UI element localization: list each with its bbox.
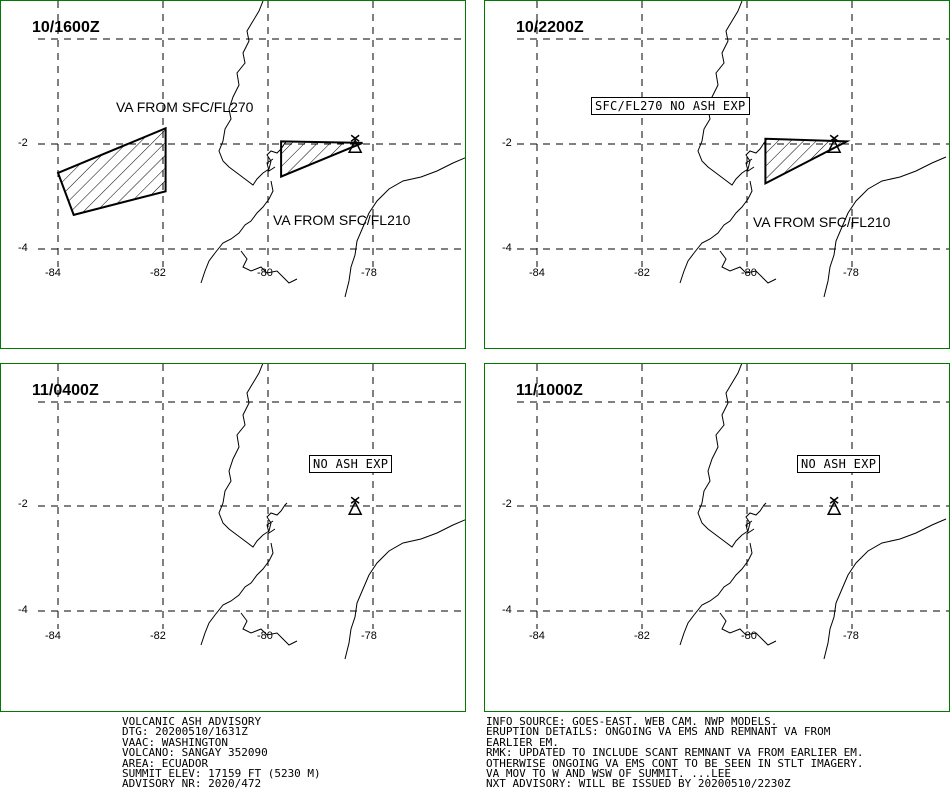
advisory-line: ADVISORY NR: 2020/472	[122, 777, 262, 791]
lon-tick: -84	[529, 267, 545, 279]
ash-cloud-polygon	[280, 140, 363, 179]
lat-tick: -2	[18, 498, 28, 510]
no-ash-box: NO ASH EXP	[309, 455, 393, 473]
lat-tick: -4	[18, 242, 28, 254]
advisory-details: INFO SOURCE: GOES-EAST. WEB CAM. NWP MOD…	[486, 715, 864, 791]
ash-cloud-polygon	[56, 126, 167, 217]
panel-time-label: 11/1000Z	[516, 382, 583, 399]
lat-tick: -4	[502, 242, 512, 254]
advisory-line: VOLCANO: SANGAY 352090	[122, 746, 268, 760]
advisory-line: VA MOV TO W AND WSW OF SUMMIT. ...LEE	[486, 767, 732, 781]
lon-tick: -80	[257, 630, 273, 642]
lon-tick: -78	[361, 267, 377, 279]
coastline	[679, 364, 947, 660]
coastline	[200, 1, 465, 298]
ash-layer-label: VA FROM SFC/FL210	[753, 214, 891, 230]
advisory-line: INFO SOURCE: GOES-EAST. WEB CAM. NWP MOD…	[486, 715, 778, 728]
coastline	[679, 1, 947, 298]
coastline	[200, 364, 465, 660]
forecast-panel-1: 10/1600Z VA FROM SFC/FL270 VA FROM SFC/F…	[0, 0, 466, 349]
lon-tick: -84	[45, 267, 61, 279]
lon-tick: -80	[741, 630, 757, 642]
advisory-header: VOLCANIC ASH ADVISORY DTG: 20200510/1631…	[122, 715, 321, 791]
lon-tick: -82	[634, 630, 650, 642]
lon-tick: -84	[529, 630, 545, 642]
lon-tick: -82	[634, 267, 650, 279]
lon-tick: -80	[741, 267, 757, 279]
lon-tick: -84	[45, 630, 61, 642]
ash-layer-label: VA FROM SFC/FL270	[116, 99, 254, 115]
lon-tick: -78	[361, 630, 377, 642]
panel-time-label: 10/2200Z	[516, 19, 584, 36]
lon-tick: -82	[150, 630, 166, 642]
lat-tick: -4	[18, 604, 28, 616]
advisory-line: VAAC: WASHINGTON	[122, 735, 228, 749]
advisory-line: AREA: ECUADOR	[122, 756, 209, 770]
panel-time-label: 11/0400Z	[32, 382, 99, 399]
map-canvas	[517, 364, 949, 660]
forecast-panel-3: 11/0400Z NO ASH EXP -84 -82 -80 -78 -2 -…	[0, 363, 466, 712]
lat-tick: -2	[18, 137, 28, 149]
no-ash-box: NO ASH EXP	[797, 455, 881, 473]
lon-tick: -80	[257, 267, 273, 279]
advisory-line: NXT ADVISORY: WILL BE ISSUED BY 20200510…	[486, 777, 791, 791]
lon-tick: -82	[150, 267, 166, 279]
advisory-line: OTHERWISE ONGOING VA EMS CONT TO BE SEEN…	[486, 756, 864, 770]
advisory-line: DTG: 20200510/1631Z	[122, 725, 248, 739]
lon-tick: -78	[843, 630, 859, 642]
volcano-icon	[826, 496, 842, 516]
map-canvas	[517, 1, 949, 298]
volcano-icon	[347, 496, 363, 516]
advisory-line: EARLIER EM.	[486, 735, 559, 749]
map-canvas	[38, 1, 465, 298]
lon-tick: -78	[843, 267, 859, 279]
forecast-panel-4: 11/1000Z NO ASH EXP -84 -82 -80 -78 -2 -…	[484, 363, 950, 712]
advisory-line: SUMMIT ELEV: 17159 FT (5230 M)	[122, 767, 321, 781]
forecast-panel-2: 10/2200Z SFC/FL270 NO ASH EXP VA FROM SF…	[484, 0, 950, 349]
no-ash-box: SFC/FL270 NO ASH EXP	[591, 97, 750, 115]
advisory-line: RMK: UPDATED TO INCLUDE SCANT REMNANT VA…	[486, 746, 864, 760]
lat-tick: -4	[502, 604, 512, 616]
advisory-line: ERUPTION DETAILS: ONGOING VA EMS AND REM…	[486, 725, 831, 739]
lat-tick: -2	[502, 498, 512, 510]
ash-layer-label: VA FROM SFC/FL210	[273, 212, 411, 228]
panel-time-label: 10/1600Z	[32, 19, 100, 36]
advisory-line: VOLCANIC ASH ADVISORY	[122, 715, 262, 728]
ash-cloud-polygon	[764, 137, 851, 186]
volcano-icon	[826, 134, 842, 154]
volcano-icon	[347, 134, 363, 154]
map-canvas	[38, 364, 465, 660]
lat-tick: -2	[502, 137, 512, 149]
